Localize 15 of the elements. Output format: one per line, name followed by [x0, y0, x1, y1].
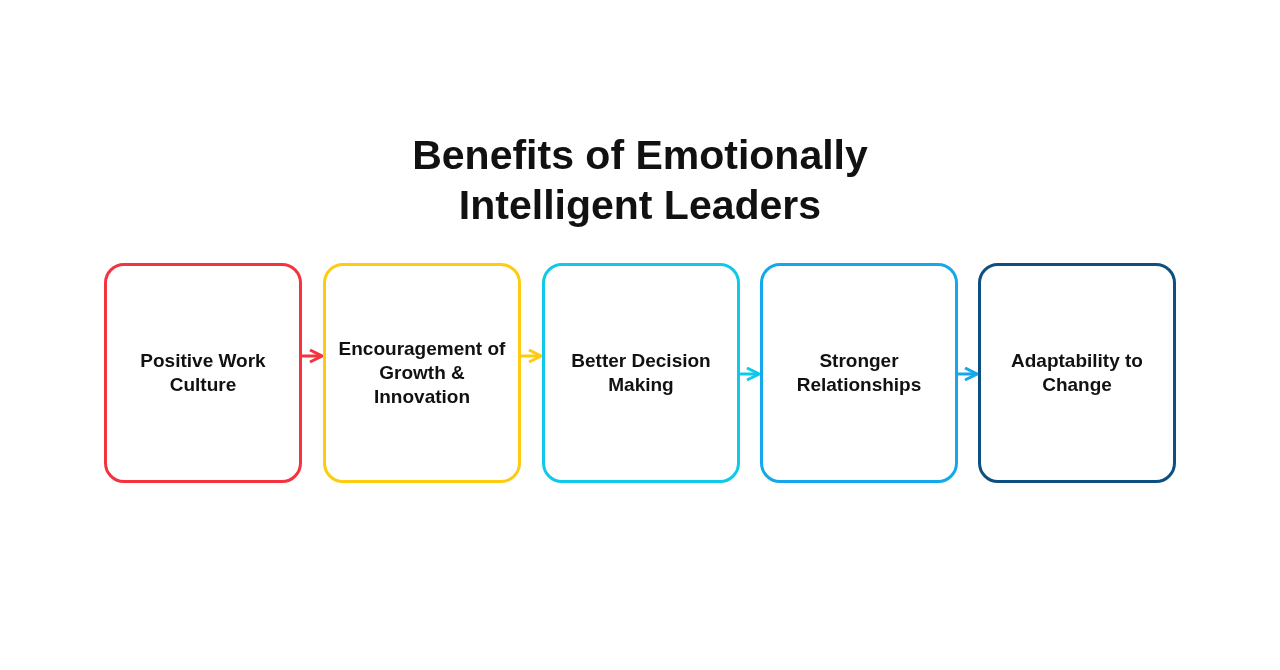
benefit-box	[104, 263, 302, 483]
arrow	[521, 348, 543, 364]
benefit-box	[978, 263, 1176, 483]
diagram-title: Benefits of Emotionally Intelligent Leaders	[411, 131, 869, 230]
arrow	[302, 348, 324, 364]
benefit-box	[323, 263, 521, 483]
benefit-label: Better Decision Making	[570, 349, 712, 397]
arrow	[958, 366, 979, 382]
benefit-label: Stronger Relationships	[795, 349, 923, 397]
arrow	[740, 366, 761, 382]
benefit-label: Encouragement of Growth & Innovation	[337, 337, 507, 409]
benefit-label: Adaptability to Change	[1010, 349, 1144, 397]
benefit-box	[760, 263, 958, 483]
benefit-box	[542, 263, 740, 483]
benefit-label: Positive Work Culture	[139, 349, 267, 397]
